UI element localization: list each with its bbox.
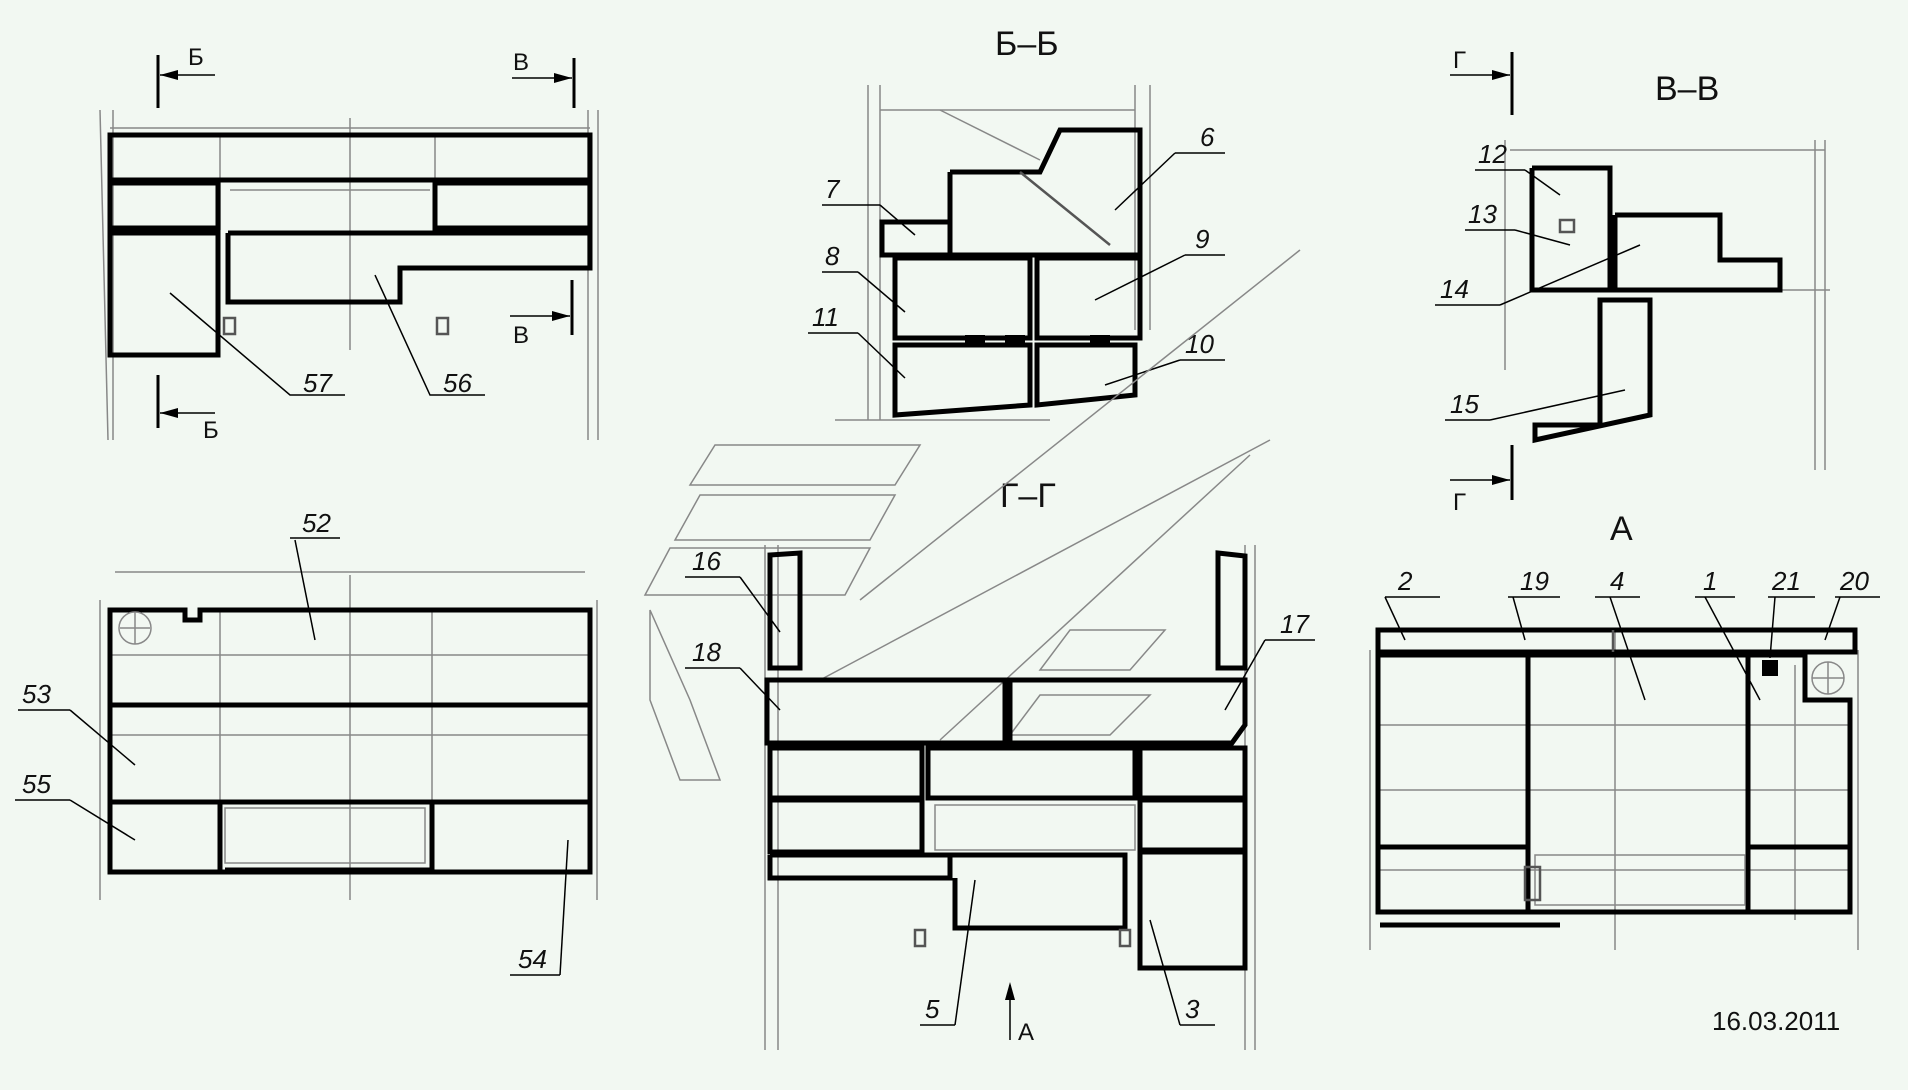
section-bb: Б–Б 7 8 11 6 9 10 [808, 25, 1225, 421]
section-gg-title: Г–Г [1000, 477, 1056, 515]
cut-g-top: Г [1453, 47, 1466, 74]
section-bb-title: Б–Б [995, 25, 1059, 63]
label-18: 18 [692, 637, 721, 667]
label-13: 13 [1468, 199, 1497, 229]
label-6: 6 [1200, 122, 1215, 152]
label-7: 7 [825, 174, 841, 204]
view-plan-left: 52 53 55 54 [15, 508, 598, 976]
view-a: А 2 19 4 1 21 [1369, 510, 1880, 1036]
label-20: 20 [1839, 566, 1869, 596]
label-57: 57 [303, 368, 333, 398]
cut-b-bottom: Б [203, 417, 219, 444]
label-54: 54 [518, 944, 547, 974]
section-gg: Г–Г А 16 [643, 249, 1315, 1050]
label-16: 16 [692, 546, 721, 576]
label-14: 14 [1440, 274, 1469, 304]
label-11: 11 [812, 302, 839, 332]
label-8: 8 [825, 241, 840, 271]
label-17: 17 [1280, 609, 1310, 639]
cut-b-top: Б [188, 44, 204, 71]
label-56: 56 [443, 368, 472, 398]
label-19: 19 [1520, 566, 1549, 596]
label-53: 53 [22, 679, 51, 709]
label-55: 55 [22, 769, 51, 799]
label-2: 2 [1397, 566, 1413, 596]
cut-v-bottom: В [513, 322, 529, 349]
label-9: 9 [1195, 224, 1209, 254]
label-10: 10 [1185, 329, 1214, 359]
view-a-title: А [1610, 510, 1633, 548]
label-15: 15 [1450, 389, 1479, 419]
section-vv: В–В Г Г 12 13 14 15 [1435, 47, 1830, 516]
drawing-date: 16.03.2011 [1712, 1006, 1840, 1036]
cut-g-bottom: Г [1453, 489, 1466, 516]
label-21: 21 [1771, 566, 1801, 596]
label-3: 3 [1185, 994, 1200, 1024]
label-1: 1 [1703, 566, 1717, 596]
view-front-top: 57 56 Б Б В В [99, 44, 599, 444]
section-vv-title: В–В [1655, 70, 1719, 108]
label-52: 52 [302, 508, 331, 538]
label-5: 5 [925, 994, 940, 1024]
label-4: 4 [1610, 566, 1624, 596]
cut-v-top: В [513, 49, 529, 76]
cut-a-arrow: А [1018, 1019, 1034, 1046]
label-12: 12 [1478, 139, 1507, 169]
